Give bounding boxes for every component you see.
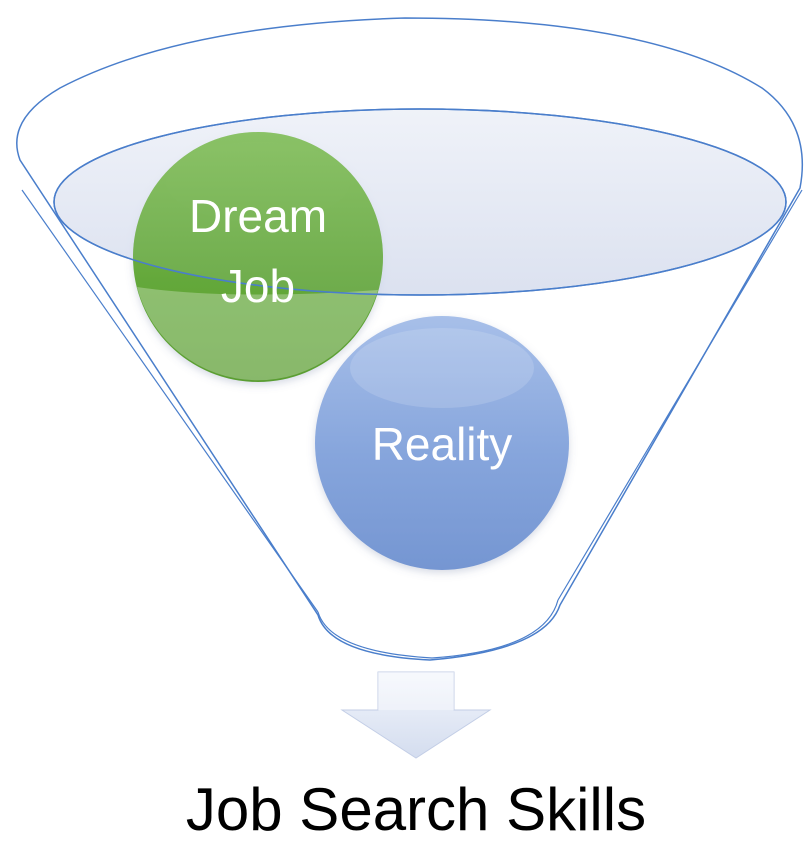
reality-circle	[315, 316, 569, 570]
dream-job-label-line-2: Job	[221, 260, 295, 312]
dream-job-label-line-1: Dream	[189, 190, 327, 242]
funnel-bottom-curve	[317, 599, 559, 659]
funnel-inner-left-line	[21, 189, 319, 613]
dream-job-circle-lower-tint	[137, 287, 378, 381]
reality-label: Reality	[372, 418, 513, 470]
funnel-rim-outline	[53, 108, 787, 296]
down-arrow-icon	[340, 671, 492, 759]
dream-job-circle-top	[133, 132, 383, 295]
result-label: Job Search Skills	[186, 776, 646, 843]
funnel-inner-right-line	[557, 189, 803, 601]
